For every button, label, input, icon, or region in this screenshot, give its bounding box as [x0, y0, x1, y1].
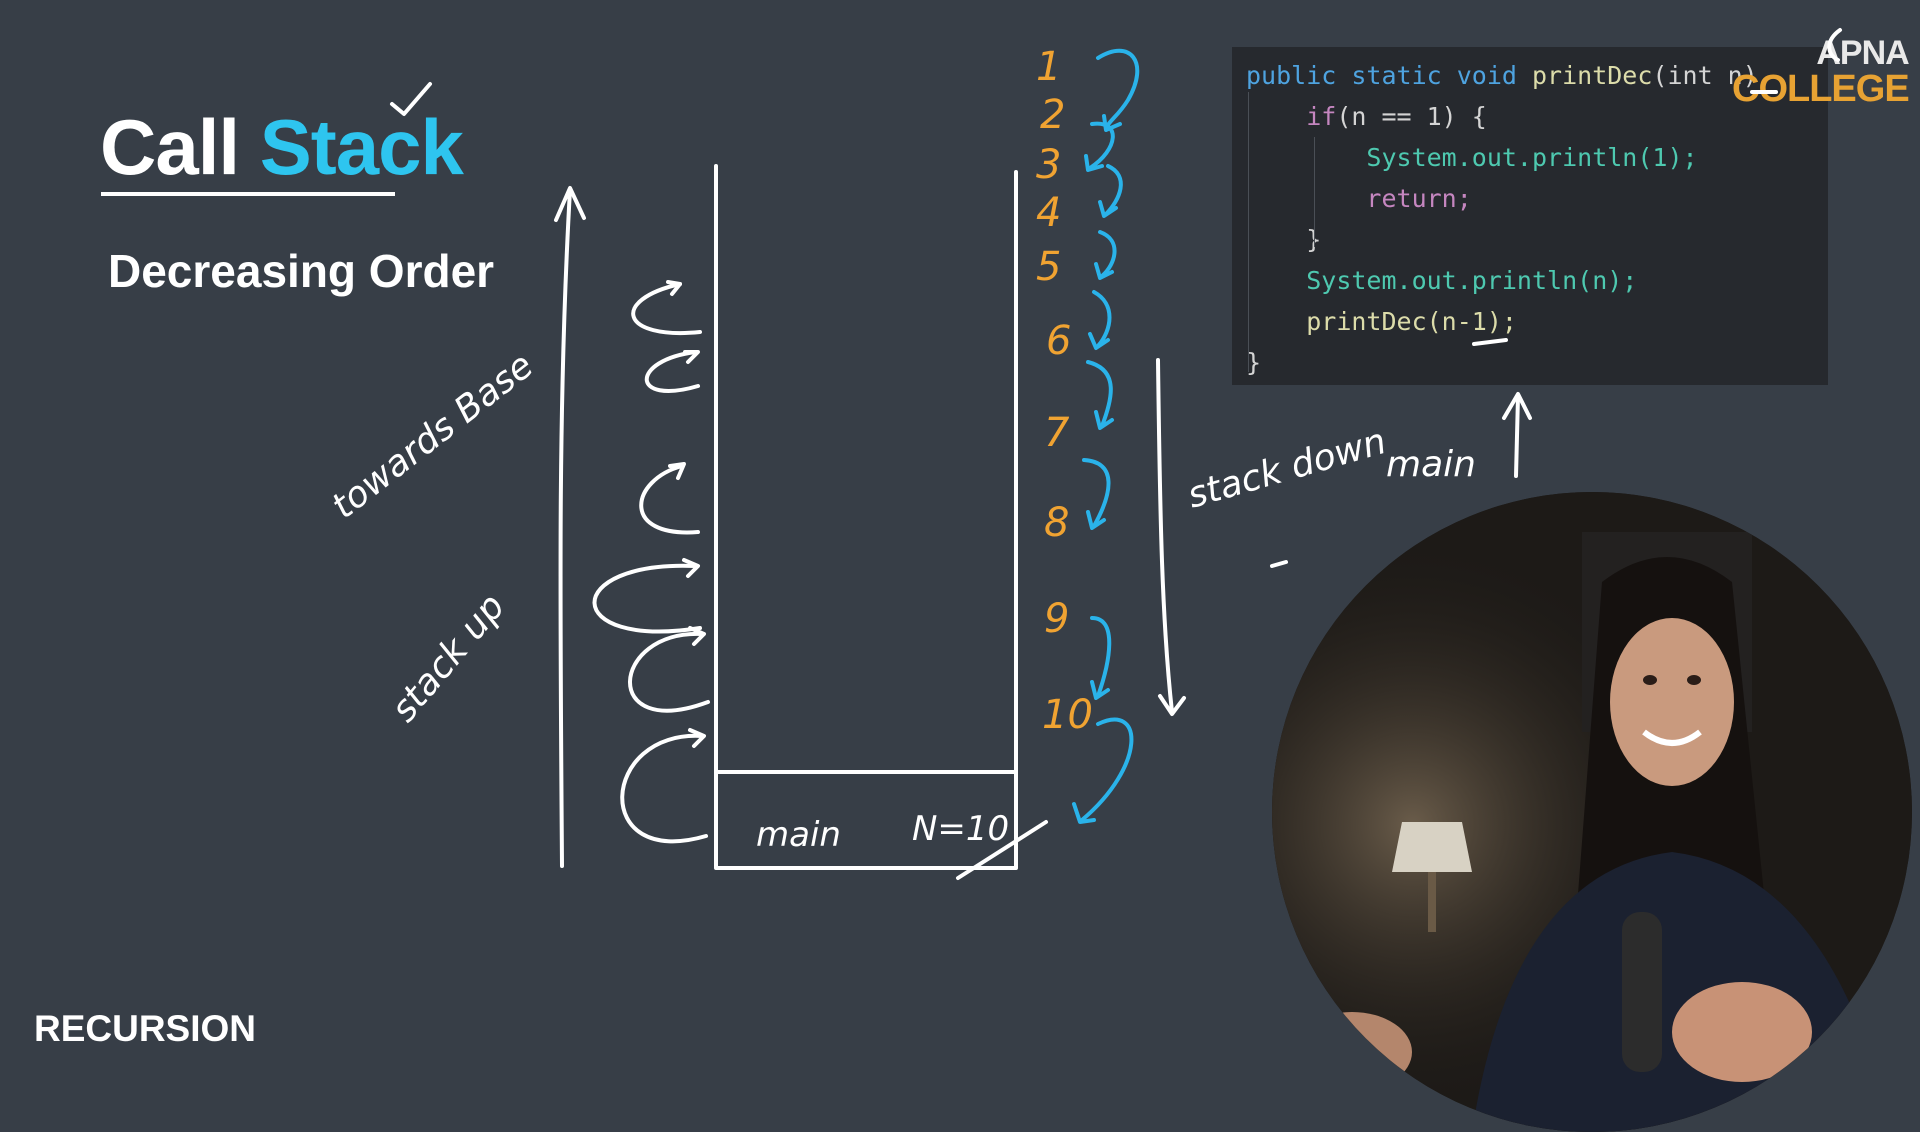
push-arrow-icon — [620, 733, 708, 844]
code-panel: public static void printDec(int n) if(n … — [1232, 47, 1828, 385]
count-label: 3 — [1036, 142, 1061, 188]
tick-mark — [1270, 560, 1288, 568]
return-arrow-icon — [1104, 164, 1123, 216]
return-arrow-icon — [1098, 230, 1117, 278]
stack-diagram: 1 2 3 4 5 6 7 8 9 10 main N=10 main towa… — [324, 28, 1842, 880]
arrowhead-icon — [1158, 694, 1186, 716]
title-word-call: Call — [100, 103, 240, 191]
return-arrow-icon — [1096, 48, 1140, 130]
return-arrow-icon — [1082, 458, 1111, 528]
topic-footer: RECURSION — [34, 1008, 257, 1049]
push-arrow-icon — [644, 350, 700, 393]
title-underline — [101, 192, 395, 196]
presenter-face — [1610, 618, 1734, 786]
code-mark — [1827, 28, 1842, 62]
main-up-arrow — [1514, 394, 1520, 478]
code-line-2: if(n == 1) { — [1306, 102, 1487, 131]
count-label: 5 — [1036, 244, 1061, 290]
return-arrow-icon — [1090, 616, 1112, 698]
push-arrow-icon — [592, 563, 702, 634]
push-arrow-icon — [639, 464, 700, 535]
push-arrow-icon — [631, 282, 702, 336]
code-line-1: public static void printDec(int n) — [1246, 61, 1758, 90]
count-label: 4 — [1036, 190, 1061, 236]
call-count-labels: 1 2 3 4 5 6 7 8 9 10 — [1036, 44, 1093, 738]
code-line-6: System.out.println(n); — [1306, 266, 1638, 295]
code-line-5: } — [1246, 219, 1828, 260]
code-line-4: return; — [1366, 184, 1472, 213]
arrowhead-icon — [554, 186, 586, 222]
return-arrows — [1072, 48, 1140, 824]
count-label: 1 — [1036, 44, 1061, 90]
stack-down-arrow — [1156, 358, 1174, 714]
count-label: 2 — [1040, 92, 1065, 138]
lamp-icon — [1392, 822, 1472, 872]
arrowhead-icon — [1502, 392, 1532, 420]
count-label: 10 — [1042, 692, 1093, 738]
count-label: 6 — [1046, 318, 1071, 364]
towards-base-label: towards Base — [324, 345, 541, 527]
stack-up-label: stack up — [383, 586, 513, 729]
code-line-3: System.out.println(1); — [1366, 143, 1698, 172]
stack-down-label: stack down — [1183, 421, 1391, 517]
count-label: 7 — [1044, 410, 1070, 456]
presenter-hand — [1672, 982, 1812, 1082]
indent-guide — [1248, 92, 1249, 372]
slide-title: Call Stack — [100, 102, 464, 193]
indent-guide — [1314, 137, 1315, 247]
microphone-icon — [1622, 912, 1662, 1072]
code-line-8: } — [1246, 348, 1262, 377]
stack-outline — [714, 164, 1018, 870]
stack-frame-value: N=10 — [912, 809, 1009, 849]
code-line-7: printDec(n-1); — [1306, 307, 1517, 336]
return-arrow-icon — [1080, 717, 1134, 822]
title-word-stack: Stack — [259, 103, 464, 191]
slide-subtitle: Decreasing Order — [108, 245, 495, 297]
presenter-webcam — [1272, 492, 1912, 1132]
return-arrow-icon — [1088, 121, 1115, 170]
logo-line-2: COLLEGE — [1732, 68, 1910, 110]
stack-frame-name: main — [756, 815, 841, 855]
push-arrow-icon — [628, 631, 710, 713]
code-underline — [1472, 338, 1508, 346]
count-label: 9 — [1044, 596, 1069, 642]
check-mark-icon — [390, 82, 432, 116]
presenter-photo — [1272, 492, 1912, 1132]
return-arrow-icon — [1092, 290, 1112, 348]
return-arrow-icon — [1086, 360, 1113, 428]
main-label: main — [1386, 444, 1476, 485]
stack-up-arrow — [558, 188, 572, 868]
count-label: 8 — [1044, 500, 1069, 546]
strike-mark — [956, 820, 1048, 880]
